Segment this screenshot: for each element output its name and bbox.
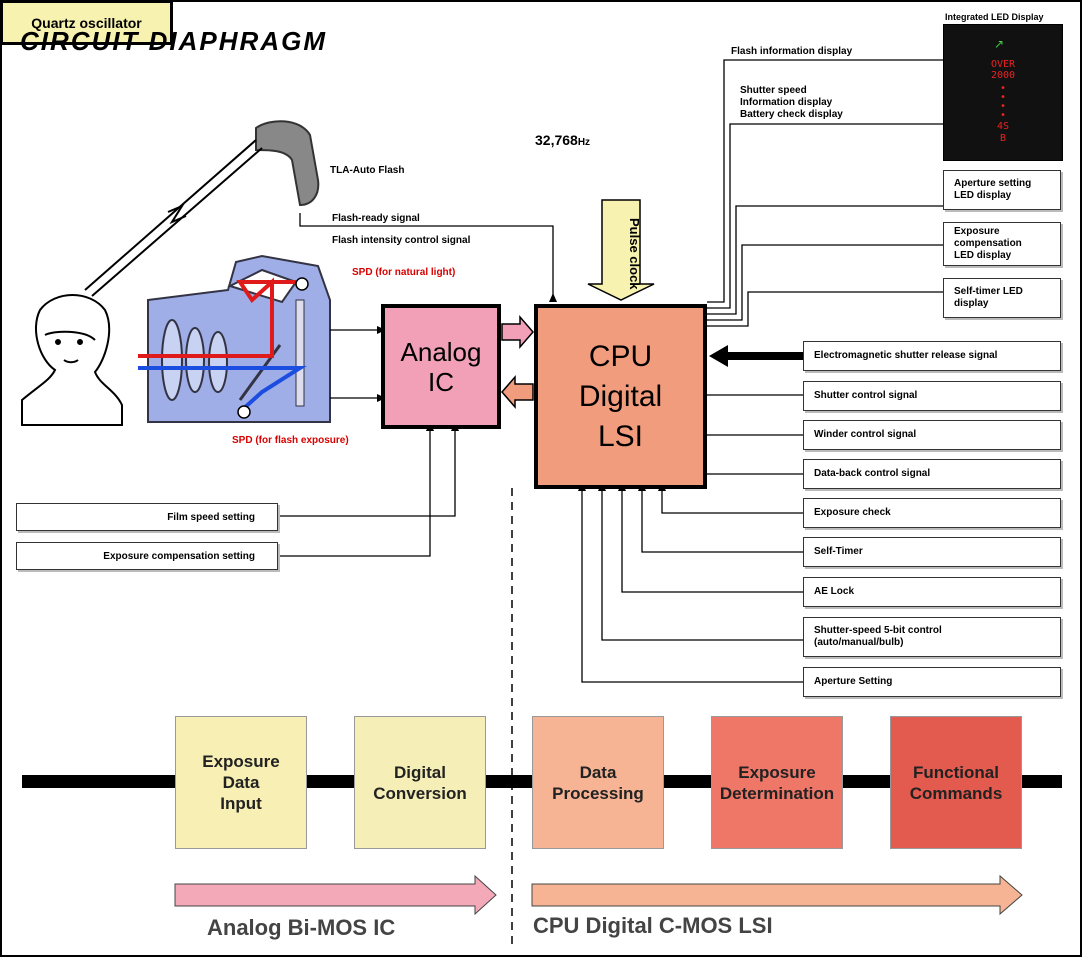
stage-exposure-data-input: Exposure Data Input (175, 716, 307, 849)
led-line: • (999, 101, 1007, 112)
shutter-release-arrow (709, 345, 803, 367)
digital-section-label: CPU Digital C-MOS LSI (533, 913, 773, 938)
cpu-line: CPU (588, 339, 653, 373)
camera-body-drawing (147, 254, 331, 423)
led-indicator-icon: ↗ (994, 37, 1005, 51)
stage-label: Data Processing (552, 762, 644, 803)
output-label-shutter-info: Shutter speed Information display Batter… (740, 85, 843, 120)
led-line: 4S (996, 121, 1010, 132)
stage-label: Exposure Determination (719, 762, 835, 803)
cpu-to-analog-arrow (501, 374, 534, 410)
led-line: • (999, 110, 1007, 121)
signal-box-ae-lock: AE Lock (803, 577, 1061, 607)
output-box-self-timer-led: Self-timer LED display (943, 278, 1061, 318)
flash-unit-drawing (84, 120, 320, 297)
stage-label: Functional Commands (909, 762, 1003, 803)
input-box-film-speed: Film speed setting (16, 503, 278, 531)
input-box-exposure-compensation: Exposure compensation setting (16, 542, 278, 570)
cpu-line: LSI (597, 419, 644, 453)
flash-ready-signal-label: Flash-ready signal (332, 213, 420, 224)
spd-flash-label: SPD (for flash exposure) (232, 435, 349, 446)
subject-face-drawing (21, 294, 123, 426)
signal-box-shutter-control: Shutter control signal (803, 381, 1061, 411)
stage-label: Digital Conversion (373, 762, 467, 803)
output-box-exposure-comp-led: Exposure compensation LED display (943, 222, 1061, 266)
digital-progress-arrow (531, 874, 1023, 916)
signal-box-winder-control: Winder control signal (803, 420, 1061, 450)
quartz-oscillator-box: Quartz oscillator (0, 0, 173, 45)
flash-intensity-signal-label: Flash intensity control signal (332, 235, 471, 246)
led-line: B (999, 133, 1007, 144)
led-display-title: Integrated LED Display (945, 12, 1044, 22)
analog-to-cpu-arrow (501, 314, 534, 350)
spd-natural-sensor (295, 277, 309, 291)
flash-light-beam (138, 366, 307, 412)
spd-natural-label: SPD (for natural light) (352, 267, 456, 278)
led-line: 2000 (990, 70, 1016, 81)
natural-light-beam (138, 277, 296, 358)
page-title: CIRCUIT DIAPHRAGM (20, 26, 327, 56)
pulse-clock-label: Pulse clock (627, 218, 642, 290)
signal-box-aperture-setting: Aperture Setting (803, 667, 1061, 697)
stage-data-processing: Data Processing (532, 716, 664, 849)
stage-label: Exposure Data Input (202, 752, 280, 813)
stage-functional-commands: Functional Commands (890, 716, 1022, 849)
signal-box-self-timer: Self-Timer (803, 537, 1061, 567)
output-box-aperture-led: Aperture setting LED display (943, 170, 1061, 210)
analog-ic-line: Analog (400, 336, 482, 367)
led-display-panel: ↗ OVER 2000 • • • • 4S B (943, 24, 1063, 161)
led-line: OVER (990, 59, 1016, 70)
signal-box-data-back: Data-back control signal (803, 459, 1061, 489)
signal-box-shutter-release: Electromagnetic shutter release signal (803, 341, 1061, 371)
led-line: • (999, 83, 1007, 94)
analog-progress-arrow (174, 874, 497, 916)
signal-box-exposure-check: Exposure check (803, 498, 1061, 528)
analog-section-label: Analog Bi-MOS IC (207, 915, 396, 940)
led-line: • (999, 92, 1007, 103)
stage-digital-conversion: Digital Conversion (354, 716, 486, 849)
signal-wires (278, 59, 943, 683)
stage-exposure-determination: Exposure Determination (711, 716, 843, 849)
signal-box-shutter-speed-5bit: Shutter-speed 5-bit control (auto/manual… (803, 617, 1061, 657)
flash-label: TLA-Auto Flash (330, 165, 405, 176)
output-label-flash-info: Flash information display (731, 46, 853, 57)
cpu-line: Digital (578, 379, 663, 413)
spd-flash-sensor (237, 405, 251, 419)
analog-ic-line: IC (428, 366, 454, 397)
quartz-frequency: 32,768Hz (535, 132, 591, 148)
pulse-clock-arrow (587, 199, 655, 301)
